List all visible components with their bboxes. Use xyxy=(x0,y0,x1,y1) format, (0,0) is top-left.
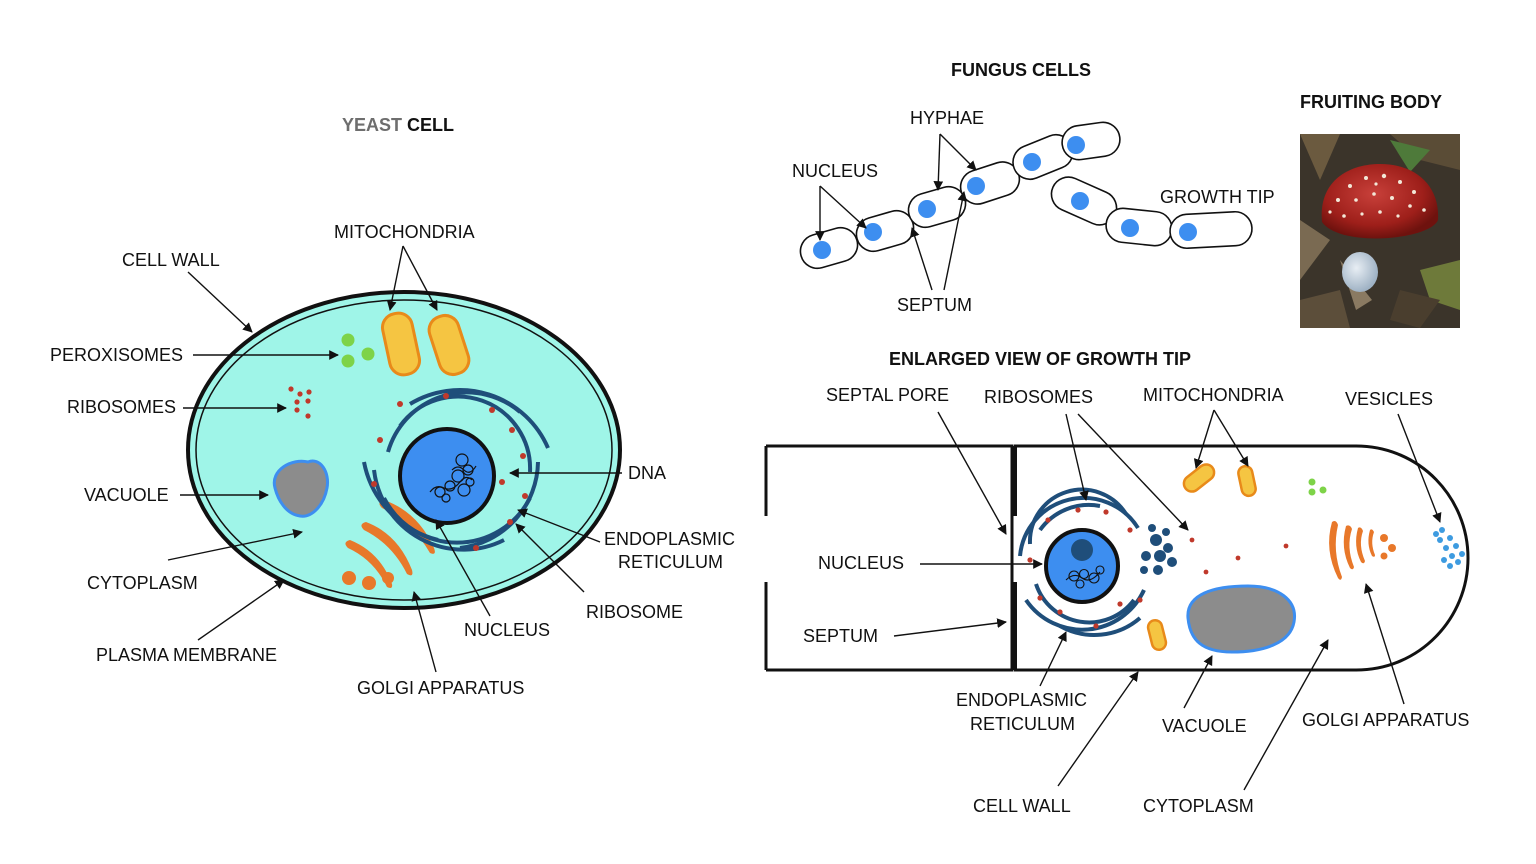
label-growth-tip: GROWTH TIP xyxy=(1160,187,1275,207)
yeast-title: YEAST CELL xyxy=(342,115,454,135)
yeast-free-ribosomes xyxy=(288,386,312,419)
growth-tip: ENLARGED VIEW OF GROWTH TIP xyxy=(764,349,1470,816)
tip-nucleus xyxy=(1044,528,1120,604)
tip-cell-wall xyxy=(1014,444,1470,672)
label-septum: SEPTUM xyxy=(897,295,972,315)
label-dna: DNA xyxy=(628,463,666,483)
label-tip-er-line2: RETICULUM xyxy=(970,714,1075,734)
yeast-nucleus xyxy=(398,427,496,525)
label-cell-wall: CELL WALL xyxy=(122,250,220,270)
yeast-mitochondrion xyxy=(380,311,422,377)
label-tip-ribosomes: RIBOSOMES xyxy=(984,387,1093,407)
yeast-nucleus-group xyxy=(362,388,550,552)
label-er-line1: ENDOPLASMIC xyxy=(604,529,735,549)
tip-golgi xyxy=(1329,521,1396,580)
fungus-hyphae: FUNGUS CELLS HYPHAE NUCLEUS GROWTH TIP S… xyxy=(792,60,1275,315)
yeast-cell-wall xyxy=(186,290,622,610)
label-mitochondria: MITOCHONDRIA xyxy=(334,222,475,242)
label-tip-septum: SEPTUM xyxy=(803,626,878,646)
yeast-mitochondrion xyxy=(427,313,471,377)
label-plasma-membrane: PLASMA MEMBRANE xyxy=(96,645,277,665)
fruiting-body: FRUITING BODY xyxy=(1300,92,1460,328)
hyphae-nuclei xyxy=(813,136,1197,259)
tip-vesicles xyxy=(1433,527,1465,569)
mushroom-photo-illustration xyxy=(1300,134,1460,328)
yeast-er-ribosomes xyxy=(371,393,528,551)
yeast-dna xyxy=(429,453,477,503)
yeast-vacuole xyxy=(272,459,330,518)
label-tip-nucleus: NUCLEUS xyxy=(818,553,904,573)
label-tip-vacuole: VACUOLE xyxy=(1162,716,1247,736)
label-tip-golgi: GOLGI APPARATUS xyxy=(1302,710,1469,730)
fungus-title: FUNGUS CELLS xyxy=(951,60,1091,80)
label-tip-mitochondria: MITOCHONDRIA xyxy=(1143,385,1284,405)
yeast-plasma-membrane xyxy=(195,299,613,601)
label-er-line2: RETICULUM xyxy=(618,552,723,572)
label-tip-cell-wall: CELL WALL xyxy=(973,796,1071,816)
tip-dna xyxy=(1065,565,1105,589)
yeast-peroxisomes xyxy=(341,333,375,368)
tip-er-vesicles xyxy=(1140,524,1177,575)
label-fungus-nucleus: NUCLEUS xyxy=(792,161,878,181)
tip-mitochondrion xyxy=(1237,464,1257,498)
label-hyphae: HYPHAE xyxy=(910,108,984,128)
tip-mitochondrion xyxy=(1182,463,1216,493)
label-vacuole: VACUOLE xyxy=(84,485,169,505)
yeast-cell: YEAST CELL xyxy=(50,115,735,698)
tip-vacuole xyxy=(1186,584,1296,654)
label-ribosomes: RIBOSOMES xyxy=(67,397,176,417)
label-nucleus: NUCLEUS xyxy=(464,620,550,640)
label-tip-cytoplasm: CYTOPLASM xyxy=(1143,796,1254,816)
previous-compartment xyxy=(766,444,1014,672)
label-septal-pore: SEPTAL PORE xyxy=(826,385,949,405)
tip-nucleolus xyxy=(1071,539,1093,561)
tip-peroxisomes xyxy=(1308,478,1327,496)
label-ribosome: RIBOSOME xyxy=(586,602,683,622)
label-tip-er-line1: ENDOPLASMIC xyxy=(956,690,1087,710)
tip-endoplasmic-reticulum xyxy=(1018,487,1146,637)
label-golgi: GOLGI APPARATUS xyxy=(357,678,524,698)
label-peroxisomes: PEROXISOMES xyxy=(50,345,183,365)
label-vesicles: VESICLES xyxy=(1345,389,1433,409)
tip-title: ENLARGED VIEW OF GROWTH TIP xyxy=(889,349,1191,369)
label-cytoplasm: CYTOPLASM xyxy=(87,573,198,593)
tip-mitochondrion xyxy=(1146,618,1168,652)
fruiting-title: FRUITING BODY xyxy=(1300,92,1442,112)
tip-er-ribosomes xyxy=(1027,507,1143,629)
tip-free-ribosomes xyxy=(1189,537,1289,575)
